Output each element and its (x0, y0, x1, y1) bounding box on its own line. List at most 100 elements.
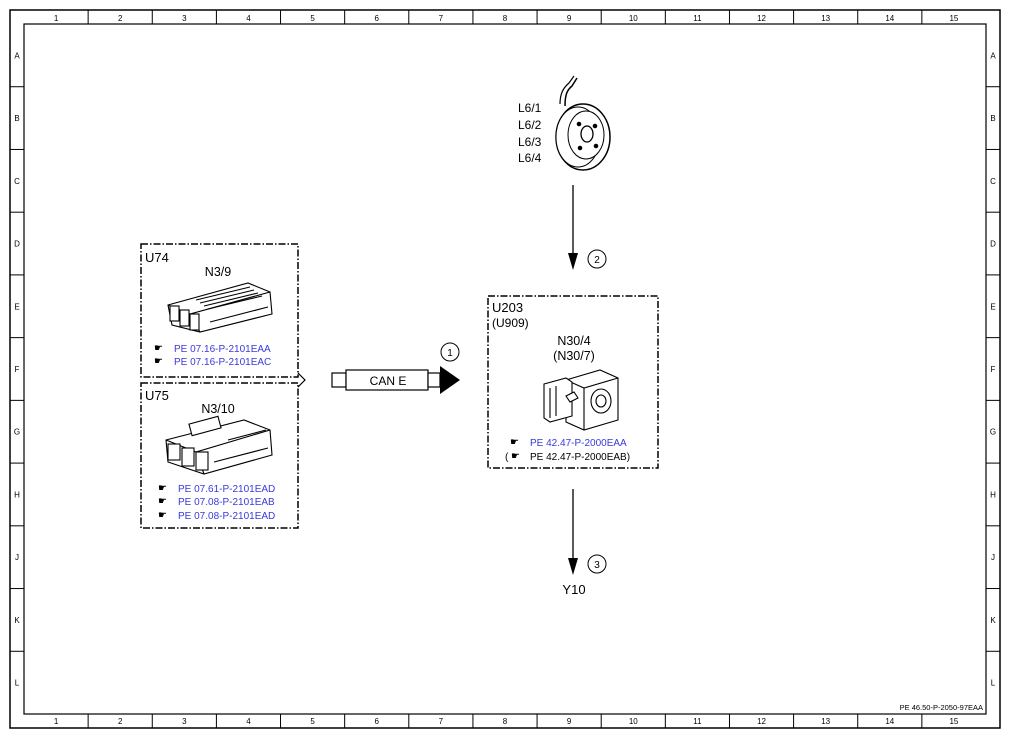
grid-column-label-top: 3 (182, 14, 187, 23)
grid-column-label-bottom: 7 (439, 717, 444, 726)
grid-row-label-left: C (14, 177, 20, 186)
step-number-3: 3 (594, 560, 600, 571)
grid-column-label-bottom: 5 (310, 717, 315, 726)
manual-ref-icon: ☛ (158, 483, 167, 494)
grid-column-label-bottom: 10 (629, 717, 638, 726)
component-n30-4: N30/4 (557, 334, 590, 348)
wheel-speed-sensor: L6/1 L6/2 L6/3 L6/4 (518, 75, 611, 171)
grid-row-label-right: C (990, 177, 996, 186)
grid-column-label-bottom: 15 (949, 717, 958, 726)
grid-column-label-top: 2 (118, 14, 123, 23)
grid-row-label-left: E (14, 302, 19, 311)
grid-row-label-right: E (990, 302, 995, 311)
group-u74: U74 N3/9 ☛ PE 07.16-P-2101EAA ☛ PE 07.16… (140, 243, 299, 378)
ref-link-u75-3[interactable]: ☛ PE 07.08-P-2101EAD (158, 510, 275, 522)
ref-text: PE 07.08-P-2101EAB (178, 497, 275, 508)
ref-open-paren: ( (505, 452, 509, 463)
grid-column-label-bottom: 13 (821, 717, 830, 726)
grid-row-label-right: G (990, 428, 996, 437)
ref-link-u75-2[interactable]: ☛ PE 07.08-P-2101EAB (158, 496, 275, 508)
group-id-u74: U74 (145, 250, 169, 265)
grid-column-label-bottom: 3 (182, 717, 187, 726)
grid-column-label-top: 9 (567, 14, 572, 23)
ref-text: PE 42.47-P-2000EAA (530, 438, 627, 449)
grid-row-label-right: J (991, 553, 995, 562)
grid-column-label-top: 12 (757, 14, 766, 23)
grid-column-label-top: 15 (949, 14, 958, 23)
output-component-y10: Y10 (562, 582, 585, 597)
grid-row-label-left: L (15, 679, 20, 688)
grid-row-label-left: D (14, 240, 20, 249)
ref-link-u74-2[interactable]: ☛ PE 07.16-P-2101EAC (154, 356, 271, 368)
sensor-label-4: L6/4 (518, 151, 542, 165)
outer-frame (9, 9, 1001, 729)
engine-control-unit-icon (165, 415, 273, 475)
ref-link-u75-1[interactable]: ☛ PE 07.61-P-2101EAD (158, 483, 275, 495)
grid-column-label-bottom: 4 (246, 717, 251, 726)
sensor-label-2: L6/2 (518, 118, 542, 132)
grid-column-label-top: 14 (885, 14, 894, 23)
group-bracket (297, 372, 306, 388)
grid-row-label-left: G (14, 428, 20, 437)
grid-column-label-bottom: 9 (567, 717, 572, 726)
grid-column-label-top: 8 (503, 14, 508, 23)
manual-ref-icon: ☛ (511, 451, 520, 462)
grid-column-label-bottom: 2 (118, 717, 123, 726)
grid-column-label-top: 10 (629, 14, 638, 23)
manual-ref-icon: ☛ (158, 510, 167, 521)
grid-column-label-top: 5 (310, 14, 315, 23)
component-n3-10: N3/10 (201, 402, 234, 416)
signal-arrow-output: 3 (568, 489, 607, 575)
ref-text: PE 07.08-P-2101EAD (178, 511, 275, 522)
grid-column-label-top: 4 (246, 14, 251, 23)
grid-row-label-left: A (14, 51, 20, 60)
component-n3-9: N3/9 (205, 265, 231, 279)
grid-row-label-right: B (990, 114, 995, 123)
grid-row-label-left: K (14, 616, 20, 625)
grid-column-label-bottom: 11 (693, 717, 702, 726)
group-id-u203: U203 (492, 300, 523, 315)
ref-text: PE 07.16-P-2101EAA (174, 344, 271, 355)
group-id-u75: U75 (145, 388, 169, 403)
grid-row-label-left: H (14, 490, 20, 499)
grid-column-label-top: 11 (693, 14, 702, 23)
grid-column-label-bottom: 6 (375, 717, 380, 726)
ref-text: PE 07.61-P-2101EAD (178, 484, 275, 495)
group-id-u909: (U909) (492, 316, 529, 330)
grid-column-label-top: 7 (439, 14, 444, 23)
grid-column-label-bottom: 1 (54, 717, 59, 726)
grid-row-label-right: D (990, 240, 996, 249)
manual-ref-icon: ☛ (158, 496, 167, 507)
ref-link-u203-main[interactable]: ☛ PE 42.47-P-2000EAA (510, 437, 627, 449)
grid-column-label-bottom: 14 (885, 717, 894, 726)
manual-ref-icon: ☛ (510, 437, 519, 448)
sheet-grid: 1122334455667788991010111112121313141415… (10, 10, 1000, 728)
can-bus-label: CAN E (370, 374, 407, 388)
grid-row-label-right: F (991, 365, 996, 374)
manual-ref-icon: ☛ (154, 343, 163, 354)
ref-link-u203-alt[interactable]: ( ☛ PE 42.47-P-2000EAB) (505, 451, 630, 463)
grid-column-label-top: 6 (375, 14, 380, 23)
manual-ref-icon: ☛ (154, 356, 163, 367)
wheel-speed-sensor-icon (555, 75, 611, 171)
ref-text: PE 42.47-P-2000EAB) (530, 452, 630, 463)
document-reference: PE 46.50-P-2050-97EAA (900, 703, 983, 712)
step-number-2: 2 (594, 255, 600, 266)
engine-control-unit-icon (167, 282, 273, 333)
can-bus-arrow: CAN E 1 (331, 342, 460, 394)
grid-row-label-right: K (990, 616, 996, 625)
grid-column-label-bottom: 12 (757, 717, 766, 726)
grid-column-label-top: 1 (54, 14, 59, 23)
ref-link-u74-1[interactable]: ☛ PE 07.16-P-2101EAA (154, 343, 271, 355)
sensor-label-1: L6/1 (518, 101, 542, 115)
group-u203: U203 (U909) N30/4 (N30/7) ☛ PE 42.47-P-2… (487, 295, 659, 469)
ref-text: PE 07.16-P-2101EAC (174, 357, 271, 368)
grid-column-label-bottom: 8 (503, 717, 508, 726)
sensor-label-3: L6/3 (518, 135, 542, 149)
grid-row-label-right: H (990, 490, 996, 499)
esp-hydraulic-unit-icon (543, 369, 619, 431)
grid-column-label-top: 13 (821, 14, 830, 23)
grid-row-label-right: L (991, 679, 996, 688)
group-u75: U75 N3/10 ☛ PE 07.61-P-2101EAD ☛ PE 07.0… (140, 382, 299, 529)
